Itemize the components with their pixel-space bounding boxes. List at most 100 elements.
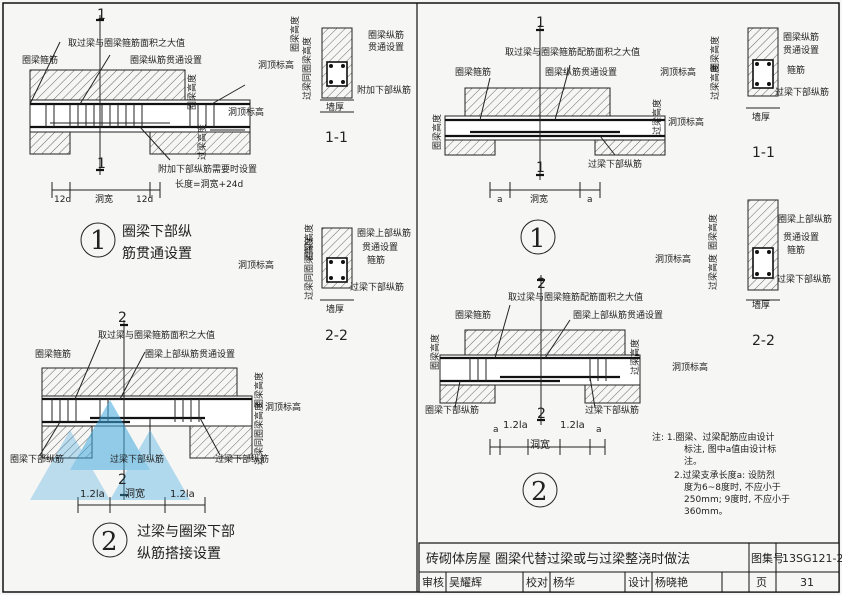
panel-d-ring-bottom: 圈梁下部纵筋 (425, 404, 479, 416)
panel-d-sec-mark-bottom: 2 (537, 406, 546, 422)
s22c-ring-upper: 圈梁上部纵筋 (778, 213, 832, 225)
s11c-ring-height: 圈梁高度 (709, 36, 721, 72)
drawing-title: 砖砌体房屋 圈梁代替过梁或与过梁整浇时做法 (426, 551, 690, 567)
reviewer-name: 吴耀辉 (449, 576, 482, 589)
atlas-number: 13SG121-2 (782, 552, 842, 565)
panel-d-lap-right: 1.2la (560, 420, 585, 431)
s11c-wall-thk: 墙厚 (752, 111, 770, 123)
panel-c-sec-mark-bottom: 1 (536, 160, 545, 176)
panel-b-lap-left: 1.2la (80, 489, 105, 500)
detail-circle-1 (80, 222, 116, 258)
panel-d-dim-a-left: a (493, 425, 499, 435)
s11c-ring-long: 圈梁纵筋 (783, 31, 819, 43)
page-number: 31 (800, 576, 814, 589)
page-label: 页 (756, 576, 767, 589)
label-added-bottom-bar: 附加下部纵筋需要时设置 (158, 163, 257, 175)
s22a-lintel-height: 过梁同圈梁高度 (303, 237, 315, 300)
panel-c-dim-a-left: a (497, 195, 503, 205)
checker-name: 杨华 (553, 575, 575, 589)
label-length-formula: 长度=洞宽+24d (175, 178, 243, 190)
dim-width: 洞宽 (95, 193, 113, 205)
s22c-ring-height: 圈梁高度 (707, 214, 719, 250)
panel-d-hole-top: 洞顶标高 (672, 361, 708, 373)
s22c-hole-top: 洞顶标高 (655, 253, 691, 265)
review-label: 审核 (422, 575, 444, 589)
detail-circle-d2 (522, 472, 558, 508)
notes-block: 注: 1.圈梁、过梁配筋应由设计 标注, 图中a值由设计标 注。 2.过梁支承长… (652, 431, 790, 517)
panel-b-ring-bottom: 圈梁下部纵筋 (10, 453, 64, 465)
detail-number-c1: 1 (529, 224, 546, 254)
panel-b-ring-height: 圈梁高度 (253, 372, 265, 408)
panel-a-elevation (29, 15, 251, 198)
s11c-hole-top: 洞顶标高 (660, 66, 696, 78)
dim-12d-left: 12d (54, 195, 71, 205)
masonry-pier-right (149, 131, 251, 155)
panel-d-dim-a-right: a (596, 425, 602, 435)
note-max-area: 取过梁与圈梁箍筋面积之大值 (68, 37, 185, 49)
panel-d-ring-upper: 圈梁上部纵筋贯通设置 (573, 309, 663, 321)
panel-b-sec-mark-top: 2 (118, 310, 127, 326)
design-label: 设计 (628, 576, 650, 589)
panel-c-ring-long: 圈梁纵筋贯通设置 (545, 66, 617, 78)
s11c-lintel-height: 过梁高度 (709, 64, 721, 100)
section-2-2-left (320, 227, 354, 301)
title-block (418, 542, 840, 593)
s22c-lintel-height: 过梁高度 (707, 254, 719, 290)
s22a-ring-height: 圈梁高度 (303, 224, 315, 260)
s11c-lintel-bottom: 过梁下部纵筋 (775, 86, 829, 98)
panel-b-sec-mark-bottom: 2 (118, 472, 127, 488)
s22a-ring-upper: 圈梁上部纵筋 (357, 227, 411, 239)
label-hole-top: 洞顶标高 (228, 106, 264, 118)
s11a-label: 1-1 (325, 130, 348, 146)
s22a-through-set: 贯通设置 (362, 242, 398, 253)
panel-d-dim-width: 洞宽 (530, 438, 550, 451)
s22c-through-set: 贯通设置 (783, 232, 819, 243)
detail-circle-2 (92, 522, 128, 558)
panel-d-note-max: 取过梁与圈梁箍筋配筋面积之大值 (508, 291, 643, 303)
note-2-line2: 度为6~8度时, 不应小于 (684, 481, 781, 493)
check-label: 校对 (526, 575, 548, 589)
note-2-line3: 250mm; 9度时, 不应小于 (684, 493, 790, 505)
s11a-wall-thk: 墙厚 (326, 101, 344, 113)
panel-c-lintel-bottom: 过梁下部纵筋 (588, 158, 642, 170)
s22a-label: 2-2 (325, 328, 348, 344)
detail-circle-c1 (520, 219, 556, 255)
detail-number-1: 1 (90, 226, 107, 256)
section-2-2-right (746, 199, 780, 301)
panel-b-ring-upper: 圈梁上部纵筋贯通设置 (145, 348, 235, 360)
s11a-lintel-height: 过梁同圈梁高度 (301, 37, 313, 100)
panel-c-hole-top: 洞顶标高 (668, 116, 704, 128)
masonry-pier-left (29, 131, 71, 155)
note-1-head: 注: 1.圈梁、过梁配筋应由设计 (652, 431, 774, 443)
panel-c-ring-height: 圈梁高度 (431, 114, 443, 150)
panel-c-dim-a-right: a (587, 195, 593, 205)
panel-b-lintel-height: 过梁同圈梁高度 (253, 402, 265, 465)
panel-d-lap-left: 1.2la (503, 420, 528, 431)
panel-c-lintel-height: 过梁高度 (651, 99, 663, 135)
s22a-lintel-bottom: 过梁下部纵筋 (350, 281, 404, 293)
panel-c-sec-mark-top: 1 (536, 15, 545, 31)
watermark-logo (30, 400, 190, 500)
s22c-wall-thk: 墙厚 (752, 299, 770, 311)
note-2-head: 2.过梁支承长度a: 设防烈 (674, 469, 775, 481)
dim-12d-right: 12d (136, 195, 153, 205)
panel-c-elevation (444, 25, 666, 198)
atlas-label: 图集号 (751, 551, 784, 565)
panel-b-lintel-bottom-1: 过梁下部纵筋 (110, 453, 164, 465)
panel-d-sec-mark-top: 2 (537, 276, 546, 292)
detail-title-1-line1: 圈梁下部纵 (122, 224, 192, 240)
s11c-stirrup: 箍筋 (787, 64, 805, 76)
note-1-line2: 标注, 图中a值由设计标 (684, 443, 776, 455)
s11a-ring-long: 圈梁纵筋 (368, 29, 404, 41)
section-1-1-left (320, 27, 354, 113)
panel-d-lintel-bottom: 过梁下部纵筋 (585, 404, 639, 416)
detail-number-2: 2 (101, 527, 118, 557)
panel-b-dim-width: 洞宽 (125, 487, 145, 500)
designer-name: 杨晓艳 (655, 575, 688, 589)
s22a-stirrup: 箍筋 (367, 254, 385, 266)
panel-d-ring-height: 圈梁高度 (429, 334, 441, 370)
label-ring-stirrup: 圈梁箍筋 (22, 54, 58, 66)
panel-b-elevation (39, 320, 253, 513)
